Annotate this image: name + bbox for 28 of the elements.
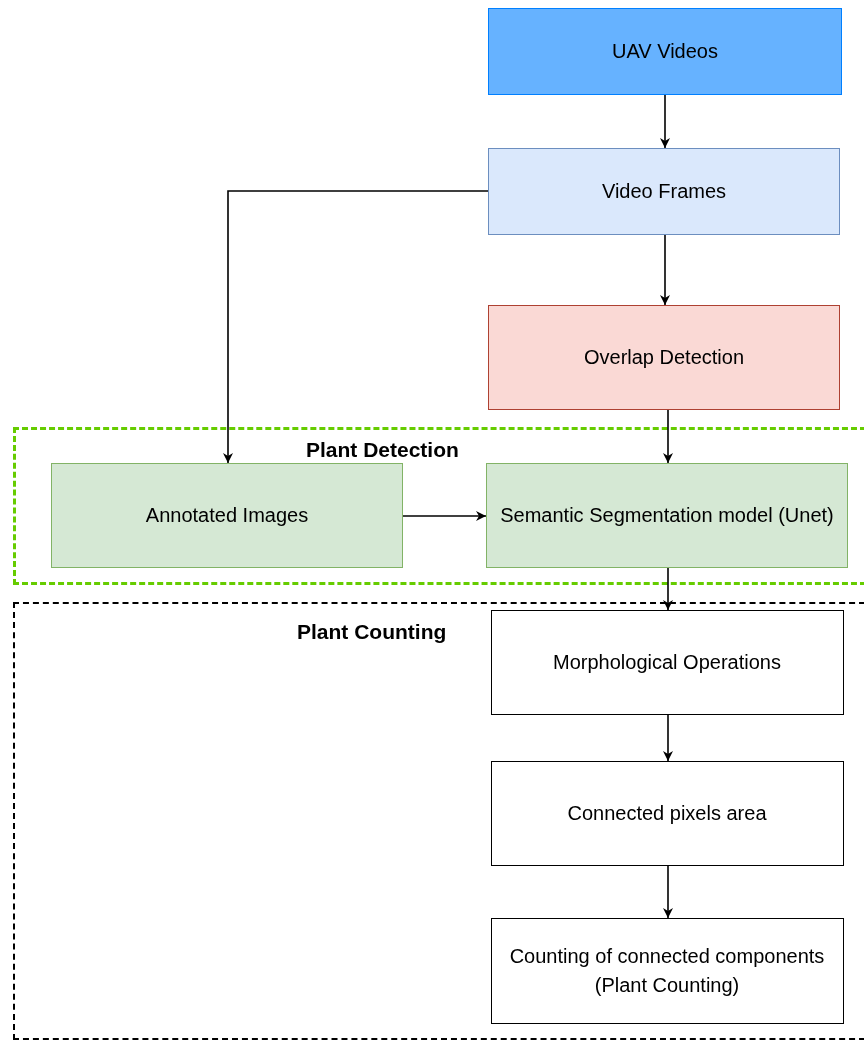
process-box	[490, 609, 844, 715]
process-box	[488, 305, 840, 410]
arrow	[663, 567, 673, 611]
box-label: Connected pixels area	[566, 800, 768, 826]
group-title: Plant Counting	[297, 620, 447, 644]
box-label: Semantic Segmentation model (Unet)	[499, 503, 835, 528]
arrow	[663, 409, 673, 464]
process-box	[490, 917, 844, 1024]
box-label: Video Frames	[600, 179, 728, 204]
group-frame	[13, 427, 864, 585]
process-box	[490, 760, 844, 866]
arrow	[660, 234, 670, 306]
arrow	[660, 94, 670, 149]
group-title: Plant Detection	[306, 438, 459, 462]
process-box	[488, 148, 840, 235]
box-label: Annotated Images	[144, 503, 310, 528]
box-label: Overlap Detection	[582, 345, 746, 370]
box-label: Counting of connected components (Plant Counting)	[508, 943, 826, 998]
process-box	[51, 463, 403, 568]
group-frame	[13, 602, 864, 1040]
box-label: UAV Videos	[611, 39, 719, 64]
arrow	[663, 865, 673, 919]
arrow	[663, 714, 673, 762]
process-box	[486, 463, 848, 568]
arrow	[223, 190, 489, 464]
process-box	[488, 8, 842, 95]
arrow	[402, 511, 487, 521]
box-label: Morphological Operations	[552, 649, 782, 675]
